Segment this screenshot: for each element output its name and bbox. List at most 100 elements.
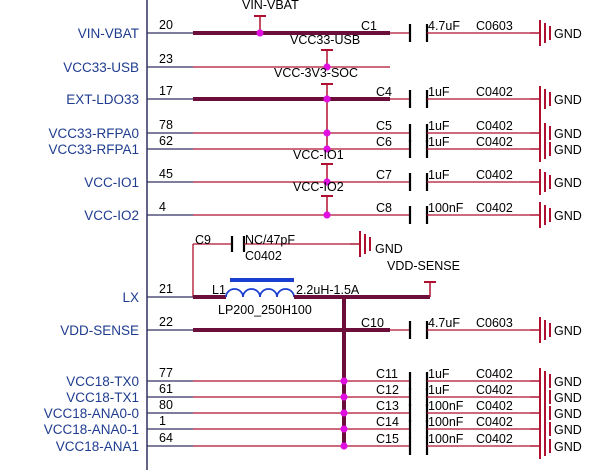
net-label-vcc-3v3-soc: VCC-3V3-SOC <box>274 66 358 80</box>
pin-name: VCC33-RFPA0 <box>48 126 139 141</box>
pin-name: VCC-IO1 <box>84 175 139 190</box>
capacitor-package: C0402 <box>476 415 513 429</box>
pin-name: VCC18-TX0 <box>66 374 139 389</box>
capacitor-value: 100nF <box>428 399 464 413</box>
capacitor-ref: C15 <box>376 432 399 446</box>
capacitor-ref: C14 <box>376 415 399 429</box>
junction-dot <box>340 377 348 385</box>
pin-name: VCC33-RFPA1 <box>48 142 139 157</box>
pin-number: 4 <box>159 200 166 214</box>
capacitor-value: 1uF <box>428 367 450 381</box>
gnd-label: GND <box>554 143 582 157</box>
pin-number: 77 <box>159 366 173 380</box>
capacitor-package: C0402 <box>476 119 513 133</box>
junction-dot <box>340 425 348 433</box>
capacitor-value: 1uF <box>428 135 450 149</box>
pin-number: 1 <box>159 414 166 428</box>
net-labels-layer: VIN-VBAT VCC33-USB VCC-3V3-SOC VCC-IO1VCC-I… <box>212 0 460 317</box>
capacitor-ref: C1 <box>361 19 377 33</box>
net-label-vcc-io2: VCC-IO2 <box>293 180 344 194</box>
capacitor-ref: C9 <box>195 233 211 247</box>
pin-name: VDD-SENSE <box>60 323 139 338</box>
pin-name: VCC18-TX1 <box>66 390 139 405</box>
pin-number: 23 <box>159 52 173 66</box>
junction-dot <box>323 95 331 103</box>
pin-name: VIN-VBAT <box>78 26 139 41</box>
pin-number: 21 <box>159 282 173 296</box>
capacitor-package: C0402 <box>245 249 282 263</box>
junction-dot <box>323 145 331 153</box>
net-label-vcc33-usb: VCC33-USB <box>290 33 360 47</box>
capacitor-package: C0402 <box>476 399 513 413</box>
inductor-value: 2.2uH-1.5A <box>296 283 360 297</box>
capacitor-package: C0402 <box>476 135 513 149</box>
gnd-label: GND <box>554 93 582 107</box>
pin-name: VCC18-ANA1 <box>56 439 139 454</box>
pins-layer: VIN-VBAT20VCC33-USB23EXT-LDO3317VCC33-RF… <box>44 18 193 454</box>
capacitor-value: NC/47pF <box>245 233 295 247</box>
capacitor-value: 1uF <box>428 119 450 133</box>
gnd-label: GND <box>554 407 582 421</box>
gnd-label: GND <box>554 209 582 223</box>
wires-layer <box>192 15 551 459</box>
pin-number: 64 <box>159 431 173 445</box>
capacitor-value: 1uF <box>428 85 450 99</box>
capacitor-package: C0402 <box>476 432 513 446</box>
gnd-label: GND <box>554 440 582 454</box>
net-label-vdd-sense: VDD-SENSE <box>387 259 460 273</box>
capacitor-package: C0402 <box>476 201 513 215</box>
capacitor-ref: C7 <box>376 168 392 182</box>
pin-number: 61 <box>159 382 173 396</box>
pin-name: VCC18-ANA0-0 <box>44 406 139 421</box>
capacitor-ref: C6 <box>376 135 392 149</box>
inductor-package: LP200_250H100 <box>218 303 312 317</box>
junction-dot <box>323 129 331 137</box>
capacitor-package: C0402 <box>476 367 513 381</box>
pin-name: LX <box>122 290 139 305</box>
gnd-label: GND <box>554 423 582 437</box>
inductor-ref: L1 <box>212 283 226 297</box>
capacitor-ref: C4 <box>376 85 392 99</box>
net-label-vin-vbat: VIN-VBAT <box>242 0 299 12</box>
junction-dot <box>323 178 331 186</box>
junction-dot <box>340 409 348 417</box>
net-label-vcc-io1: VCC-IO1 <box>293 148 344 162</box>
capacitor-package: C0402 <box>476 168 513 182</box>
inductor-coil <box>225 288 295 298</box>
junction-dot <box>340 442 348 450</box>
gnd-label: GND <box>554 27 582 41</box>
pin-number: 62 <box>159 134 173 148</box>
capacitor-value: 100nF <box>428 201 464 215</box>
capacitor-package: C0603 <box>476 19 513 33</box>
gnd-label: GND <box>554 324 582 338</box>
capacitor-ref: C10 <box>361 316 384 330</box>
junction-dot <box>340 393 348 401</box>
capacitor-ref: C11 <box>376 367 398 381</box>
capacitor-ref: C8 <box>376 201 392 215</box>
pin-name: VCC-IO2 <box>84 208 139 223</box>
pin-number: 20 <box>159 18 173 32</box>
pin-name: EXT-LDO33 <box>66 92 139 107</box>
pin-number: 17 <box>159 84 173 98</box>
capacitor-value: 100nF <box>428 432 464 446</box>
capacitor-value: 4.7uF <box>428 316 460 330</box>
pin-name: VCC18-ANA0-1 <box>44 422 139 437</box>
capacitor-package: C0603 <box>476 316 513 330</box>
capacitor-package: C0402 <box>476 85 513 99</box>
capacitor-ref: C13 <box>376 399 399 413</box>
capacitor-value: 1uF <box>428 383 450 397</box>
pin-number: 45 <box>159 167 173 181</box>
capacitor-value: 1uF <box>428 168 450 182</box>
gnd-label: GND <box>554 127 582 141</box>
gnd-label: GND <box>554 391 582 405</box>
capacitor-value: 4.7uF <box>428 19 460 33</box>
capacitor-ref: C5 <box>376 119 392 133</box>
gnd-label: GND <box>554 176 582 190</box>
junction-dot <box>256 29 264 37</box>
gnd-label: GND <box>375 242 403 256</box>
pin-number: 22 <box>159 315 173 329</box>
pin-number: 80 <box>159 398 173 412</box>
